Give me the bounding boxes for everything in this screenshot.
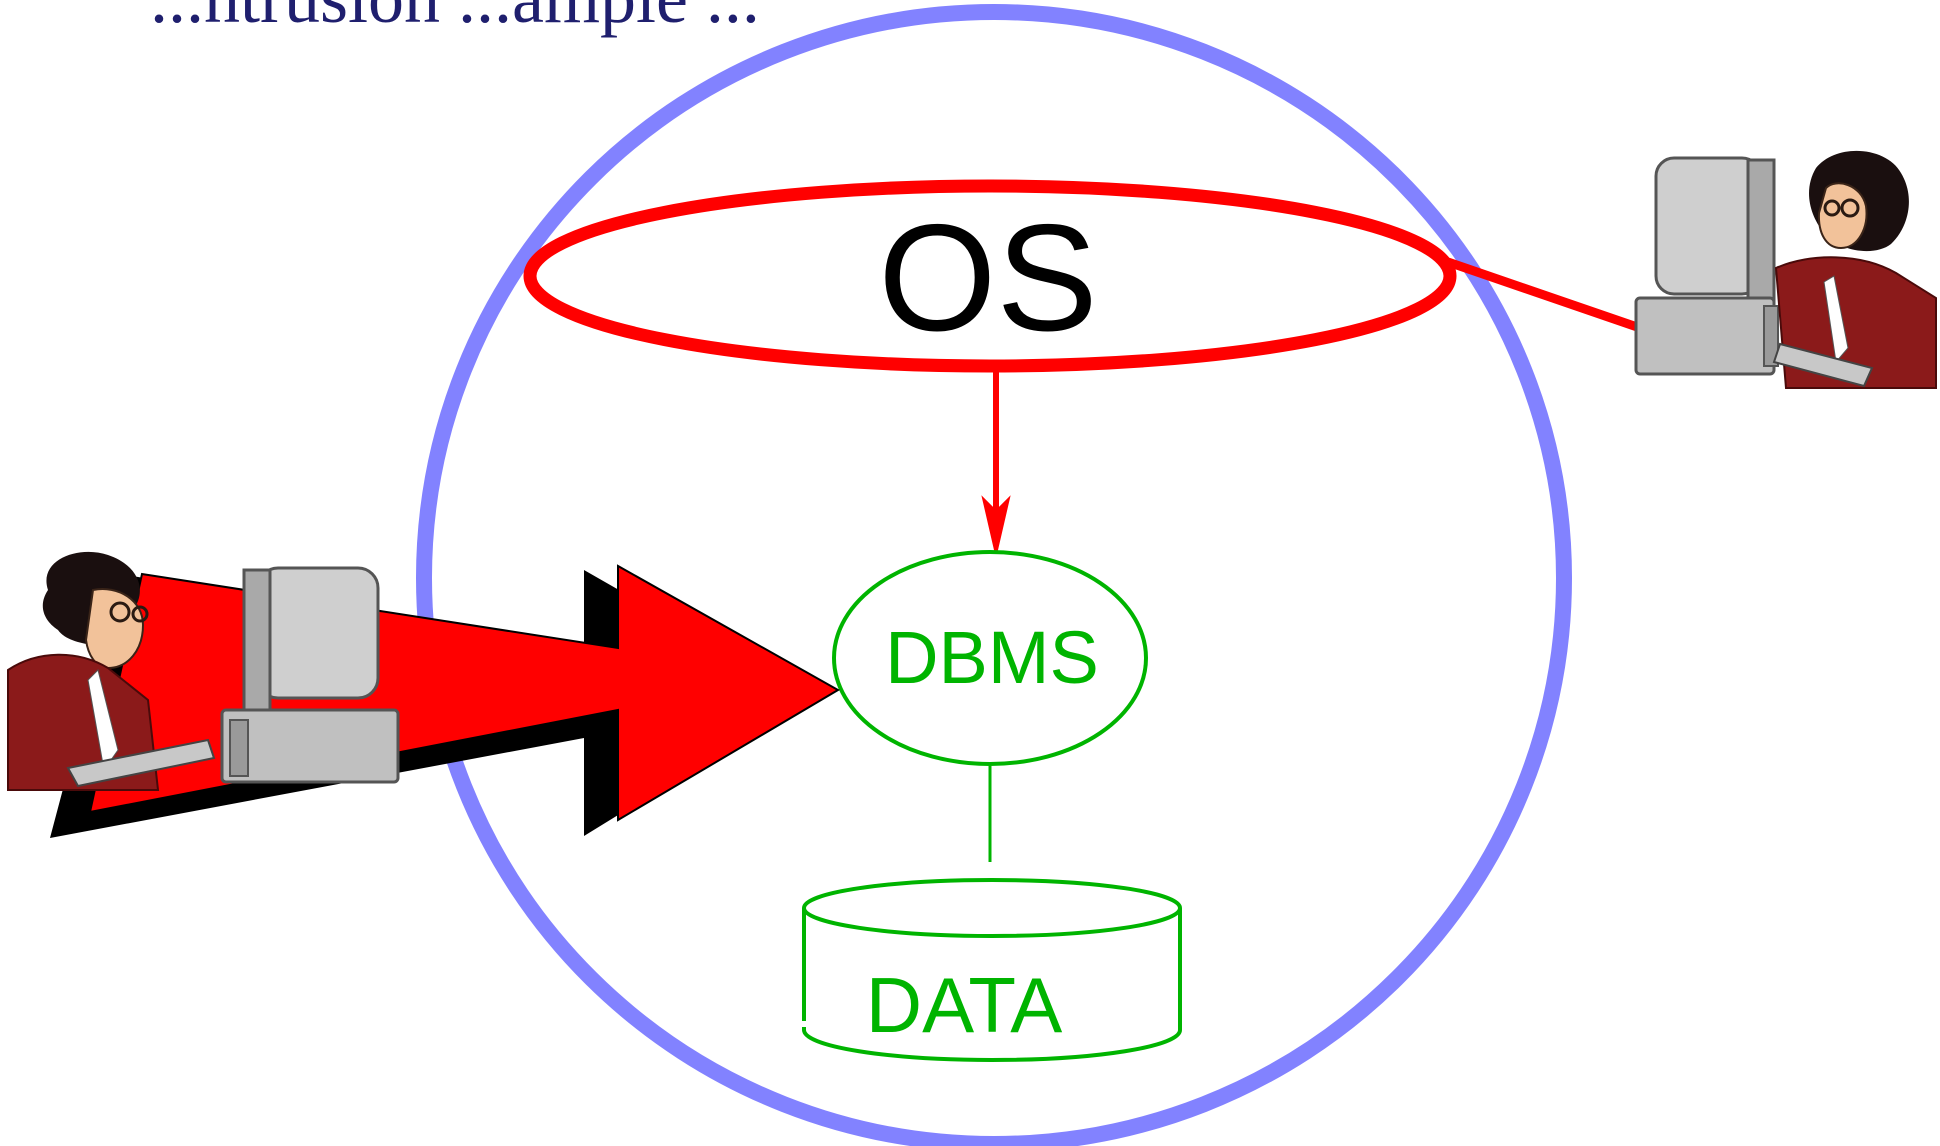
slide-title: ...ntrusion ...ample ... <box>150 0 760 38</box>
dbms-label: DBMS <box>885 616 1099 699</box>
right-user-connection-line <box>1446 257 1642 333</box>
system-boundary-circle <box>416 4 1572 1146</box>
os-to-dbms-arrowhead <box>981 495 1011 553</box>
data-label: DATA <box>866 961 1062 1049</box>
left-user-at-computer-icon <box>7 551 400 791</box>
os-label: OS <box>878 193 1098 363</box>
os-ring <box>523 179 1457 373</box>
right-user-at-computer-icon <box>1634 150 1937 389</box>
dbms-ellipse <box>832 550 1148 766</box>
data-store-cylinder <box>800 878 1182 1062</box>
intrusion-arrow <box>50 564 841 838</box>
